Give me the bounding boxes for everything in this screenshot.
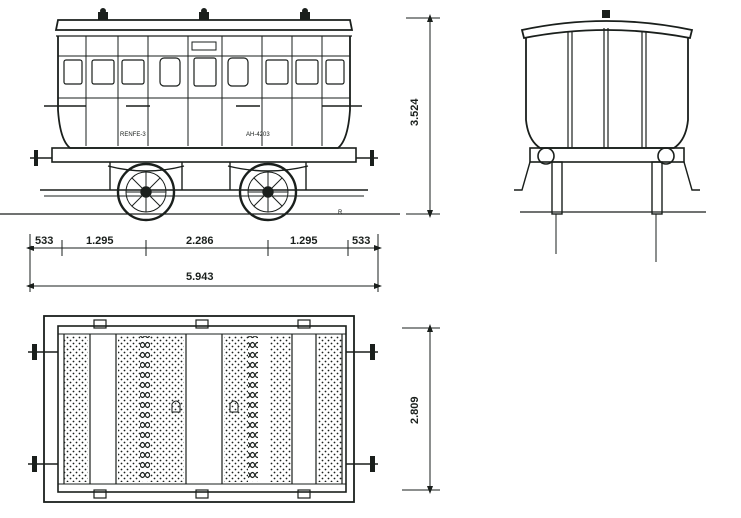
buffers-side (30, 150, 378, 166)
side-view: RENFE-3 AH-4203 R (0, 8, 400, 222)
dim-height: 3.524 (409, 98, 421, 126)
plan-outer-frame (43, 315, 355, 503)
plan-dividers (63, 334, 343, 484)
dim-overall-length: 5.943 (186, 271, 214, 283)
dim-width: 2.809 (409, 396, 421, 424)
wheel-right (238, 162, 298, 222)
dim-segment-2: 1.295 (86, 235, 114, 247)
plan-seats (64, 336, 342, 482)
side-panels (85, 36, 323, 146)
plan-view (28, 315, 378, 503)
side-roof (54, 19, 354, 31)
dim-segment-3: 2.286 (186, 235, 214, 247)
length-labels: 533 1.295 2.286 1.295 533 5.943 (32, 232, 370, 283)
springs (107, 162, 309, 190)
car-label-left: RENFE-3 (120, 132, 146, 138)
plan-seat-backs (140, 336, 258, 482)
car-label-right: AH-4203 (246, 132, 270, 138)
wheel-left (116, 162, 176, 222)
length-dimensions (26, 234, 382, 292)
width-dimension (402, 324, 440, 494)
side-frame (51, 147, 357, 163)
side-windows (63, 41, 345, 87)
plan-brackets (93, 319, 311, 499)
dim-segment-5: 533 (352, 235, 370, 247)
end-stiles (567, 28, 647, 148)
end-body (525, 38, 689, 149)
end-frame (529, 147, 685, 163)
roof-lamps (98, 8, 310, 20)
side-body (57, 36, 351, 149)
dim-segment-1: 533 (35, 235, 53, 247)
dim-segment-4: 1.295 (290, 235, 318, 247)
artist-mark: R (338, 210, 343, 216)
end-roof (520, 20, 694, 40)
height-dimension (406, 14, 440, 218)
end-view (514, 10, 706, 262)
buffers-plan (28, 344, 378, 472)
